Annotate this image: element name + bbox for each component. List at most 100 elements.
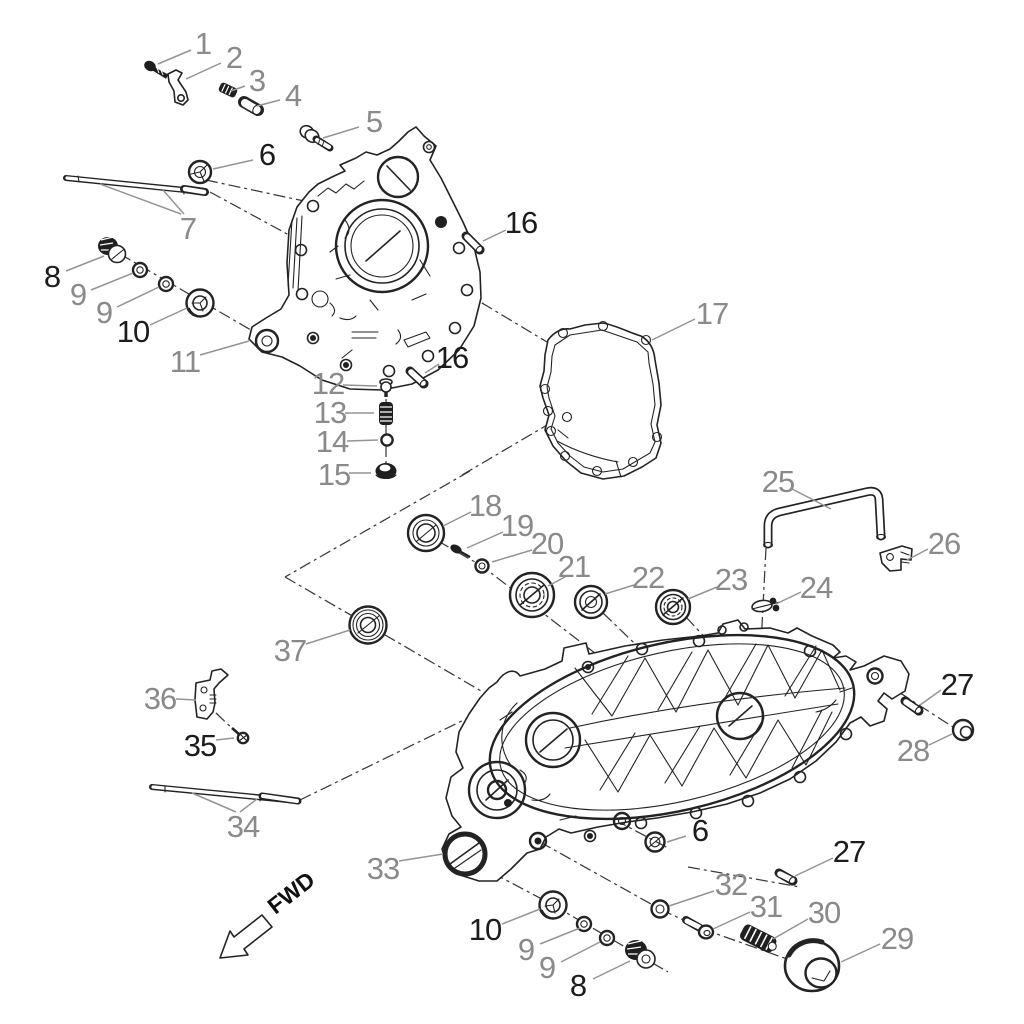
- part-5-bolt: [299, 124, 334, 152]
- leader-line: [162, 189, 185, 215]
- part-16b-dowel-pin: [405, 366, 429, 389]
- part-32-washer: [650, 899, 670, 919]
- callout-label-30: 30: [808, 895, 841, 930]
- callout-label-20: 20: [531, 526, 564, 561]
- callout-label-22: 22: [632, 560, 664, 595]
- leader-line: [592, 960, 631, 980]
- part-21-bearing: [508, 571, 556, 619]
- callout-label-32: 32: [715, 867, 747, 902]
- callout-label-34: 34: [227, 809, 260, 844]
- part-35-screw: [231, 727, 250, 745]
- leader-line: [239, 798, 258, 813]
- callout-label-16: 16: [436, 340, 468, 375]
- leader-line: [772, 918, 809, 940]
- leader-line: [666, 835, 687, 843]
- leader-line: [466, 531, 504, 549]
- part-16-dowel-pin: [461, 231, 485, 255]
- leader-line: [547, 576, 566, 587]
- callout-label-17: 17: [696, 296, 728, 331]
- part-14-oring: [380, 433, 394, 447]
- leader-line: [191, 792, 237, 813]
- part-2-hole: [177, 94, 186, 103]
- part-37-seal: [348, 605, 388, 645]
- part-6b-nut: [644, 831, 666, 853]
- part-36-bracket: [194, 668, 229, 720]
- part-18-oil-seal: [406, 513, 446, 553]
- leader-line: [687, 586, 718, 600]
- callout-label-12: 12: [312, 366, 344, 401]
- part-30-spring: [740, 924, 777, 953]
- callout-label-13: 13: [314, 395, 346, 430]
- callout-label-3: 3: [249, 63, 265, 98]
- leader-line: [442, 511, 472, 527]
- leader-line: [928, 733, 953, 746]
- leader-line: [539, 927, 581, 945]
- leader-line: [305, 629, 351, 645]
- leader-line: [215, 737, 235, 741]
- callout-label-9: 9: [539, 950, 555, 985]
- callout-label-9: 9: [518, 932, 534, 967]
- parts: [63, 60, 975, 993]
- leader-line: [212, 159, 254, 170]
- part-6-nut: [187, 159, 213, 185]
- leader-line: [175, 698, 197, 701]
- fwd-direction-indicator: FWD: [219, 866, 320, 959]
- part-13-spring: [379, 402, 393, 425]
- callout-label-31: 31: [750, 889, 782, 924]
- leader-line: [794, 857, 834, 877]
- callout-label-10: 10: [469, 912, 502, 947]
- callout-label-27: 27: [941, 667, 973, 702]
- gasket-holes: [539, 320, 663, 477]
- leader-line: [230, 85, 246, 92]
- part-15-plug: [375, 463, 397, 480]
- leader-line: [424, 363, 440, 374]
- part-19-screw: [450, 544, 471, 559]
- part-26-bracket: [879, 545, 913, 572]
- callout-label-35: 35: [184, 728, 216, 763]
- callout-label-26: 26: [928, 526, 960, 561]
- callout-label-7: 7: [180, 211, 196, 246]
- part-1-bolt: [144, 60, 169, 79]
- callout-label-19: 19: [501, 508, 533, 543]
- part-8-plug: [98, 236, 127, 264]
- part-8b-plug: [625, 940, 656, 969]
- leader-line: [322, 126, 360, 139]
- upper-crankcase: [248, 126, 482, 391]
- case-ribs: [564, 643, 846, 793]
- part-24-clip: [751, 597, 781, 613]
- leader-line: [99, 183, 182, 215]
- leader-line: [90, 272, 134, 291]
- part-12-valve: [379, 378, 393, 397]
- part-27b-dowel-pin: [774, 868, 798, 886]
- leader-line: [501, 908, 541, 925]
- callout-label-11: 11: [170, 344, 200, 379]
- leader-line: [651, 318, 696, 341]
- leader-line: [840, 943, 881, 963]
- leader-line: [398, 853, 444, 862]
- callout-label-9: 9: [70, 277, 86, 312]
- upper-case-bolt-holes: [294, 199, 474, 378]
- leader-line: [65, 255, 105, 272]
- callout-label-15: 15: [318, 457, 350, 492]
- leader-line: [919, 689, 942, 706]
- part-31-bolt: [682, 916, 715, 940]
- callout-label-6: 6: [692, 813, 708, 848]
- callout-label-25: 25: [762, 464, 794, 499]
- leader-line: [199, 340, 250, 356]
- callout-label-9: 9: [96, 295, 112, 330]
- leader-line: [560, 941, 601, 963]
- leader-line: [256, 99, 281, 107]
- part-27-dowel-pin: [900, 696, 924, 716]
- callout-label-29: 29: [881, 921, 913, 956]
- callout-label-4: 4: [285, 78, 302, 113]
- fwd-label: FWD: [262, 866, 319, 919]
- callout-label-27: 27: [833, 834, 865, 869]
- callout-label-5: 5: [366, 104, 382, 139]
- part-9-washer: [131, 261, 175, 293]
- leader-line: [775, 591, 802, 605]
- callout-label-6: 6: [259, 137, 275, 172]
- callout-label-37: 37: [274, 633, 306, 668]
- callout-label-8: 8: [44, 259, 60, 294]
